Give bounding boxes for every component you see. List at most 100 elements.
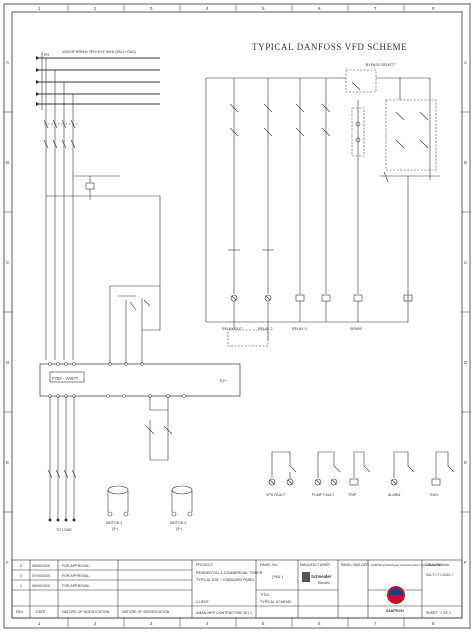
fault-label-1: VFD FAULT <box>266 493 286 497</box>
project-label: PROJECT: <box>196 563 214 567</box>
row-letter-c: C <box>6 260 10 265</box>
motor-1-sub: (3~) <box>112 527 119 531</box>
title-block-frame <box>11 559 463 619</box>
row-letter-c-right: C <box>464 260 468 265</box>
motor-2-sub: (3~) <box>176 527 183 531</box>
row-letters: A B C D E F A B C D E F <box>6 60 468 565</box>
relay-label-2: RELAY 2 <box>258 327 272 331</box>
client-text: AMAN MEP CONTRACTING W.L.L <box>196 611 253 615</box>
sheet-label: SHEET <box>426 611 439 615</box>
relay-label-3: RELAY 3 <box>292 327 306 331</box>
row-letter-e: E <box>6 460 9 465</box>
fault-label-5: RUN <box>430 493 438 497</box>
control-ladder <box>205 77 413 347</box>
indicator-lamps <box>268 451 455 486</box>
vfd-label: F703 - VAR?? <box>52 376 79 381</box>
col-num-3-bottom: 3 <box>150 621 153 626</box>
relay-label-1: RELAY OUT <box>222 327 243 331</box>
row-letter-d: D <box>6 360 10 365</box>
rev-row-3-rev: 1 <box>20 584 22 588</box>
fault-label-4: ALARM <box>388 493 400 497</box>
col-num-1-bottom: 1 <box>38 621 41 626</box>
title-text: TYPICAL SCHEME <box>260 600 292 604</box>
samtech-logo: SAMTECH <box>386 586 405 613</box>
relay-label-4: SPARE <box>350 327 363 331</box>
rev-row-1-rev: 3 <box>20 564 22 568</box>
busbars <box>36 56 160 106</box>
motor-1-label: MOTOR 1 <box>106 521 122 525</box>
col-num-4-bottom: 4 <box>206 621 209 626</box>
col-num-7: 7 <box>374 6 377 11</box>
motor-2 <box>171 485 193 517</box>
vfd-label-box <box>49 371 85 383</box>
vfd-terminals <box>48 362 186 398</box>
diagram-title: TYPICAL DANFOSS VFD SCHEME <box>252 42 407 52</box>
samtech-text: SAMTECH Switchgear and Automation Techno… <box>371 563 445 567</box>
bypass-selector <box>338 69 440 183</box>
supply-label: 400V/3PH/50Hz 3PH+N+E 50Hz (5ALL+GAS) <box>62 50 136 54</box>
col-num-5-bottom: 5 <box>262 621 265 626</box>
bypass-label: BYPASS SELECT <box>366 63 396 67</box>
fault-label-3: TRIP <box>348 493 357 497</box>
row-letter-a-right: A <box>464 60 467 65</box>
col-num-2: 2 <box>94 6 97 11</box>
vfd-out-label: E1+ <box>220 379 227 383</box>
rev-header-rev: REV <box>16 610 24 614</box>
estop-circuit <box>145 396 173 461</box>
title-label: TITLE <box>260 593 270 597</box>
vfd-output-leads <box>47 396 77 522</box>
schneider-logo-mark <box>302 572 310 582</box>
row-letter-f: F <box>6 560 9 565</box>
sheet-value: 1 OF 1 <box>440 611 451 615</box>
client-label: CLIENT: <box>196 600 210 604</box>
row-letter-d-right: D <box>464 360 468 365</box>
drawing-no-label: DRAWING No. <box>426 563 450 567</box>
rev-row-1-desc: FOR APPROVAL <box>62 564 90 568</box>
row-letter-a: A <box>6 60 9 65</box>
motor-2-label: MOTOR 2 <box>170 521 186 525</box>
rev-header-nature: NATURE OF MODIFICATION <box>62 610 110 614</box>
project-sub: TYPICAL DDC / STANDARD PANEL <box>196 578 255 582</box>
col-num-3: 3 <box>150 6 153 11</box>
schneider-line-1: Schneider <box>311 574 332 579</box>
manufacturer-label: MANUFACTURER <box>300 563 330 567</box>
rev-row-3-date: 06/09/2020 <box>32 584 50 588</box>
row-letter-b: B <box>6 160 9 165</box>
col-num-4: 4 <box>206 6 209 11</box>
rev-header-nature-2: NATURE OF MODIFICATION <box>122 610 170 614</box>
col-num-6-bottom: 6 <box>318 621 321 626</box>
rev-row-3-desc: FOR APPROVAL <box>62 584 90 588</box>
vfd-control-circuit <box>109 196 161 364</box>
col-num-2-bottom: 2 <box>94 621 97 626</box>
drawing-no: SA-??-??-2020-? <box>426 573 454 577</box>
incomer-circuit <box>41 52 160 360</box>
column-grid <box>4 4 470 628</box>
panel-value: [ PNL ] <box>272 575 283 579</box>
rev-row-1-date: 08/09/2020 <box>32 564 50 568</box>
column-numbers: 1 2 3 4 5 6 7 8 1 2 3 4 5 6 7 8 <box>38 6 435 626</box>
col-num-5: 5 <box>262 6 265 11</box>
row-letter-e-right: E <box>464 460 467 465</box>
rev-row-2-desc: FOR APPROVAL <box>62 574 90 578</box>
project-text: RESIDENTIAL & COMMERCIAL TOWER <box>196 571 263 575</box>
vfd-block <box>39 363 241 397</box>
inner-border <box>11 11 463 619</box>
motor-1 <box>107 485 129 517</box>
col-num-7-bottom: 7 <box>374 621 377 626</box>
fault-label-2: PUMP FAULT <box>312 493 335 497</box>
schneider-line-2: Electric <box>318 581 330 585</box>
rev-row-2-rev: 2 <box>20 574 22 578</box>
outer-border <box>3 3 471 629</box>
row-letter-b-right: B <box>464 160 467 165</box>
col-num-8: 8 <box>432 6 435 11</box>
col-num-1: 1 <box>38 6 41 11</box>
samtech-logo-text: SAMTECH <box>386 609 404 613</box>
power-tag: PH <box>44 53 49 57</box>
col-num-6: 6 <box>318 6 321 11</box>
row-letter-f-right: F <box>464 560 467 565</box>
panel-label: PANEL No. <box>260 563 278 567</box>
rev-header-date: DATE <box>36 610 46 614</box>
panel-builder-label: PANEL BUILDER: <box>341 563 370 567</box>
load-label: TO LOAD <box>56 528 72 532</box>
